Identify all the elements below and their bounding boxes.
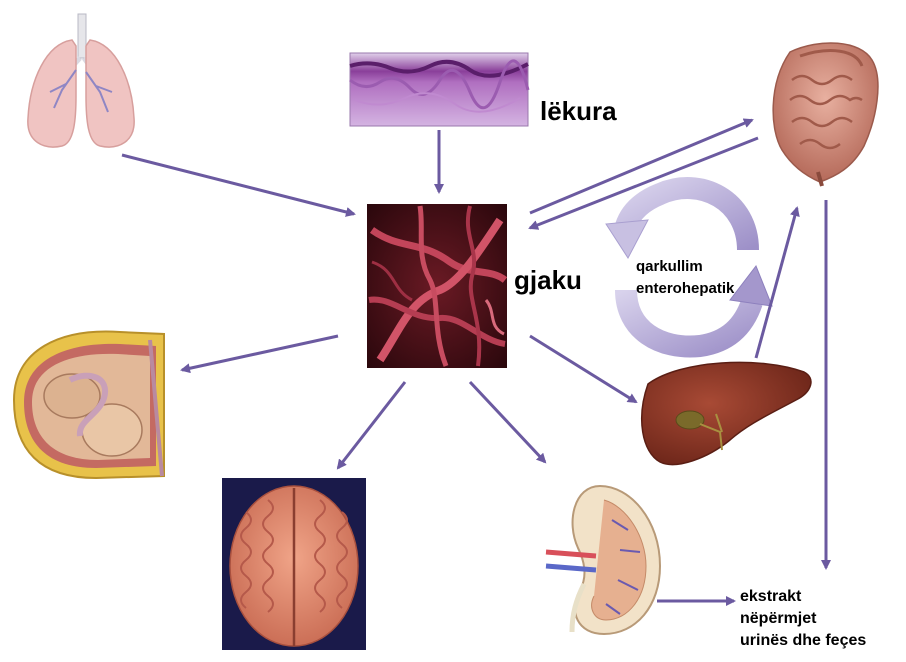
- label-skin: lëkura: [540, 96, 617, 127]
- kidney-icon: [546, 486, 660, 634]
- label-excretion-line2: nëpërmjet: [740, 608, 866, 630]
- liver-icon: [642, 362, 811, 464]
- brain-icon: [222, 478, 366, 650]
- arrow-blood-to-liver: [530, 336, 636, 402]
- blood-vessels-icon: [367, 204, 507, 368]
- label-blood: gjaku: [514, 265, 582, 296]
- label-excretion-line1: ekstrakt: [740, 586, 866, 608]
- label-cycle-line1: qarkullim: [636, 256, 734, 278]
- label-enterohepatic-cycle: qarkullim enterohepatik: [636, 256, 734, 300]
- fetus-womb-icon: [14, 332, 164, 478]
- label-excretion: ekstrakt nëpërmjet urinës dhe feçes: [740, 586, 866, 652]
- arrow-lungs-to-blood: [122, 155, 354, 214]
- arrow-blood-to-kidney: [470, 382, 545, 462]
- intestines-icon: [773, 43, 878, 186]
- lungs-icon: [28, 14, 134, 147]
- arrow-blood-to-brain: [338, 382, 405, 468]
- label-cycle-line2: enterohepatik: [636, 278, 734, 300]
- label-excretion-line3: urinës dhe feçes: [740, 630, 866, 652]
- arrow-blood-to-fetus: [182, 336, 338, 370]
- skin-tissue-icon: [350, 53, 528, 126]
